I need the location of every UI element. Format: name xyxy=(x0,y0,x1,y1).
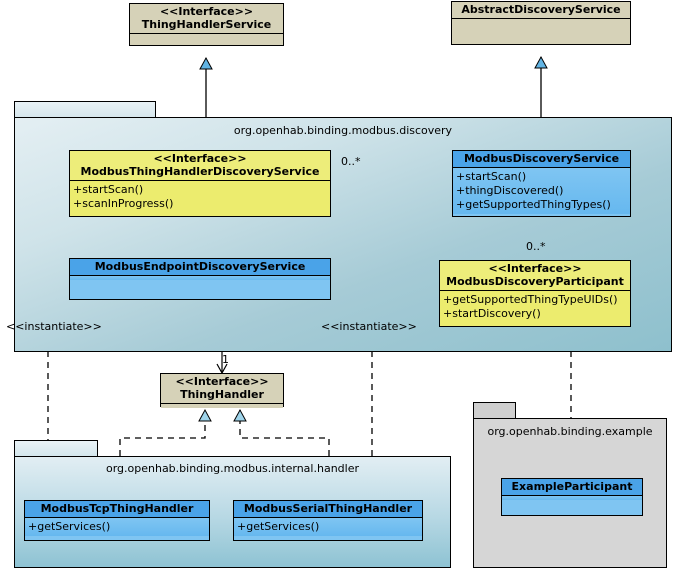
class-name: ExampleParticipant xyxy=(511,480,633,493)
class-thing-handler[interactable]: <<Interface>> ThingHandler xyxy=(160,373,284,408)
class-header: ModbusTcpThingHandler xyxy=(25,501,209,518)
class-name: ModbusEndpointDiscoveryService xyxy=(94,260,306,273)
package-tab-handler xyxy=(14,440,98,457)
class-stereotype: <<Interface>> xyxy=(175,375,269,388)
class-stereotype: <<Interface>> xyxy=(159,5,254,18)
class-header: ModbusDiscoveryService xyxy=(453,151,630,168)
class-header: <<Interface>> ModbusThingHandlerDiscover… xyxy=(70,151,330,181)
class-abstract-discovery-service[interactable]: AbstractDiscoveryService xyxy=(451,1,631,45)
stereotype-label-instantiate-right: <<instantiate>> xyxy=(321,320,417,333)
class-members: +startScan() +scanInProgress() xyxy=(70,181,330,213)
package-discovery-label: org.openhab.binding.modbus.discovery xyxy=(233,124,453,137)
class-modbus-endpoint-discovery-service[interactable]: ModbusEndpointDiscoveryService xyxy=(69,258,331,300)
class-member: +startDiscovery() xyxy=(443,307,541,320)
class-members xyxy=(502,496,642,500)
class-name: ModbusDiscoveryService xyxy=(463,152,620,165)
class-member: +startScan() xyxy=(73,183,144,196)
class-members xyxy=(130,34,283,38)
class-header: ModbusSerialThingHandler xyxy=(234,501,422,518)
class-members: +startScan() +thingDiscovered() +getSupp… xyxy=(453,168,630,214)
class-example-participant[interactable]: ExampleParticipant xyxy=(501,478,643,516)
class-name: ThingHandler xyxy=(180,388,264,401)
stereotype-label-instantiate-left: <<instantiate>> xyxy=(6,320,102,333)
multiplicity-label-service-to-participant: 0..* xyxy=(526,240,546,253)
package-tab-discovery xyxy=(14,101,156,118)
class-modbus-tcp-thing-handler[interactable]: ModbusTcpThingHandler +getServices() xyxy=(24,500,210,541)
class-member: +getSupportedThingTypeUIDs() xyxy=(443,293,618,306)
class-member: +startScan() xyxy=(456,170,527,183)
class-modbus-thing-handler-discovery-service[interactable]: <<Interface>> ModbusThingHandlerDiscover… xyxy=(69,150,331,217)
class-members: +getSupportedThingTypeUIDs() +startDisco… xyxy=(440,291,630,323)
class-modbus-discovery-service[interactable]: ModbusDiscoveryService +startScan() +thi… xyxy=(452,150,631,217)
class-header: <<Interface>> ThingHandler xyxy=(161,374,283,404)
class-name: ModbusSerialThingHandler xyxy=(243,502,413,515)
multiplicity-label-endpoint-to-thinghandler: 1 xyxy=(222,353,229,366)
class-header: <<Interface>> ModbusDiscoveryParticipant xyxy=(440,261,630,291)
class-members: +getServices() xyxy=(234,518,422,536)
class-members xyxy=(161,404,283,408)
class-modbus-discovery-participant[interactable]: <<Interface>> ModbusDiscoveryParticipant… xyxy=(439,260,631,327)
class-member: +thingDiscovered() xyxy=(456,184,564,197)
class-name: AbstractDiscoveryService xyxy=(461,3,621,16)
class-member: +scanInProgress() xyxy=(73,197,174,210)
class-name: ModbusDiscoveryParticipant xyxy=(446,275,624,288)
class-name: ModbusTcpThingHandler xyxy=(40,502,194,515)
class-members: +getServices() xyxy=(25,518,209,536)
class-thing-handler-service[interactable]: <<Interface>> ThingHandlerService xyxy=(129,3,284,46)
class-member: +getServices() xyxy=(28,520,111,533)
class-header: ExampleParticipant xyxy=(502,479,642,496)
class-members xyxy=(70,276,330,280)
package-handler-label: org.openhab.binding.modbus.internal.hand… xyxy=(105,462,359,475)
multiplicity-label-discovery-to-thdservice: 0..* xyxy=(341,155,361,168)
class-name: ThingHandlerService xyxy=(141,18,272,31)
class-stereotype: <<Interface>> xyxy=(488,262,582,275)
class-members xyxy=(452,19,630,23)
class-member: +getServices() xyxy=(237,520,320,533)
class-header: <<Interface>> ThingHandlerService xyxy=(130,4,283,34)
package-tab-example xyxy=(473,402,516,419)
class-stereotype: <<Interface>> xyxy=(153,152,247,165)
class-name: ModbusThingHandlerDiscoveryService xyxy=(80,165,320,178)
package-example-label: org.openhab.binding.example xyxy=(487,425,653,438)
class-header: ModbusEndpointDiscoveryService xyxy=(70,259,330,276)
class-member: +getSupportedThingTypes() xyxy=(456,198,611,211)
class-modbus-serial-thing-handler[interactable]: ModbusSerialThingHandler +getServices() xyxy=(233,500,423,541)
class-header: AbstractDiscoveryService xyxy=(452,2,630,19)
